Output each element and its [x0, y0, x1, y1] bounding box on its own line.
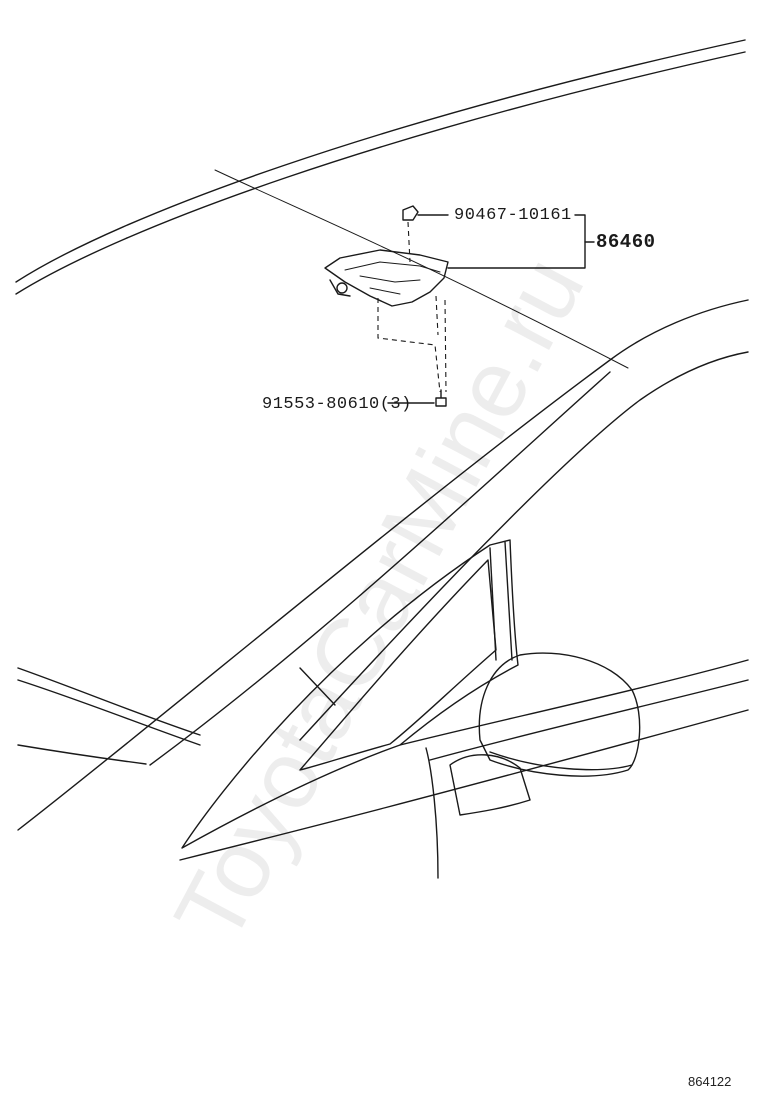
roof-edge-line — [15, 39, 746, 283]
door-pillar-line — [489, 547, 497, 661]
part-number-screw[interactable]: 91553-80610(3) — [262, 395, 412, 414]
side-mirror-edge — [489, 751, 633, 771]
sensor-bracket — [324, 249, 449, 307]
hood-edge-line — [17, 667, 201, 736]
figure-code: 864122 — [688, 1074, 732, 1089]
belt-line — [399, 659, 749, 746]
hood-crease-line — [17, 744, 147, 765]
screw-part — [435, 389, 447, 407]
side-mirror-housing — [478, 652, 641, 777]
dashed-mount-right-2 — [444, 299, 447, 393]
dashed-mount-left — [377, 298, 441, 393]
sensor-bracket-lens — [336, 282, 348, 294]
roof-edge-inner-line — [15, 51, 746, 295]
dashed-mount-right — [435, 295, 439, 336]
belt-line-2 — [429, 679, 749, 761]
windshield-upper-boundary — [214, 169, 629, 369]
side-mirror-base — [449, 754, 531, 816]
clip-part — [402, 205, 419, 221]
door-pillar-line-2 — [504, 541, 513, 661]
sensor-bracket-mount — [329, 279, 351, 297]
door-seam-line — [425, 747, 439, 879]
dashed-clip-axis — [407, 221, 411, 263]
part-number-assembly[interactable]: 86460 — [596, 231, 656, 253]
a-pillar-inner-line — [299, 351, 749, 741]
part-number-clip[interactable]: 90467-10161 — [454, 206, 572, 225]
quarter-window-inner — [299, 559, 497, 771]
a-pillar-line-3 — [149, 371, 611, 766]
quarter-window-outline — [181, 539, 519, 849]
a-pillar-outer-line — [17, 299, 749, 831]
sensor-bracket-detail — [344, 261, 441, 295]
door-lower-line — [179, 709, 749, 861]
hood-edge-line-2 — [17, 679, 201, 746]
